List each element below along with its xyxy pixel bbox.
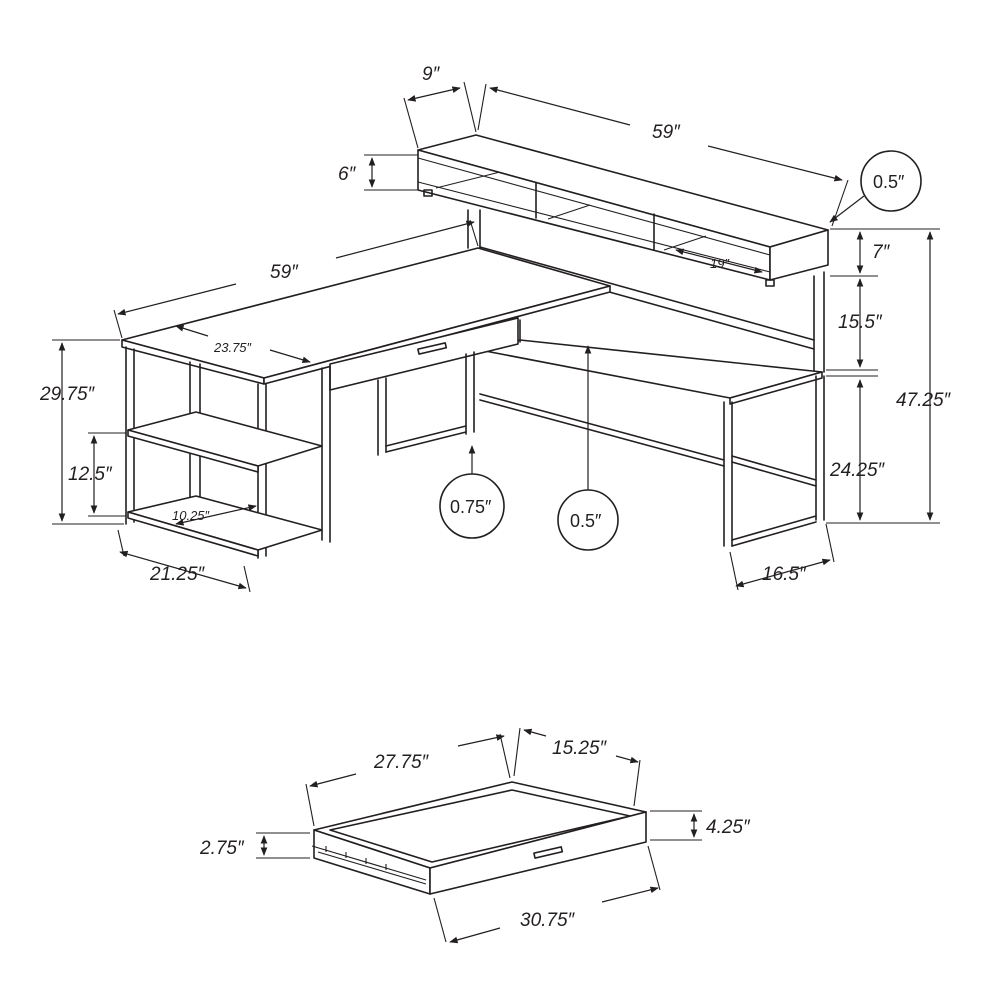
label-drawer-front: 4.25″ xyxy=(706,817,751,838)
label-shelf-depth: 10.25″ xyxy=(172,508,210,523)
label-right-depth: 16.5″ xyxy=(762,564,807,585)
label-inner-depth: 23.75″ xyxy=(213,340,252,355)
desk-drawing xyxy=(121,134,829,559)
label-drawer-length: 27.75″ xyxy=(373,752,430,773)
label-left-width: 59″ xyxy=(270,262,299,283)
label-top-thickness: 0.75″ xyxy=(450,497,492,517)
middle-legs xyxy=(377,351,475,456)
desk-top xyxy=(121,247,823,405)
label-cubby-width: 19″ xyxy=(710,256,729,271)
right-legs xyxy=(479,375,825,547)
label-desk-height-right: 24.25″ xyxy=(829,460,886,481)
label-drawer-width: 15.25″ xyxy=(552,738,608,759)
label-desk-height-left: 29.75″ xyxy=(39,384,96,405)
label-left-depth: 21.25″ xyxy=(149,564,206,585)
hutch-shelf xyxy=(417,134,829,287)
left-shelf-unit xyxy=(125,346,331,559)
desk-dimensions: 9″ 59″ 6″ 0.5″ 7″ 15.5″ 24.25″ 47. xyxy=(39,64,952,593)
label-hutch-panel: 0.5″ xyxy=(873,172,905,192)
drawer-drawing xyxy=(311,781,647,895)
label-frame-thickness: 0.5″ xyxy=(570,511,602,531)
label-drawer-side: 2.75″ xyxy=(199,838,245,859)
label-drawer-overall: 30.75″ xyxy=(520,910,576,931)
label-hutch-depth: 9″ xyxy=(422,64,441,85)
callout-hutch-panel xyxy=(860,150,922,212)
label-hutch-height: 6″ xyxy=(338,164,357,185)
label-total-height: 47.25″ xyxy=(896,390,952,411)
label-hutch-gap: 15.5″ xyxy=(838,312,883,333)
label-shelf-spacing: 12.5″ xyxy=(68,464,113,485)
label-hutch-width: 59″ xyxy=(652,122,681,143)
drawer-dimensions: 27.75″ 15.25″ 4.25″ 2.75″ 30.75″ xyxy=(199,727,751,944)
label-hutch-upper: 7″ xyxy=(872,242,891,263)
